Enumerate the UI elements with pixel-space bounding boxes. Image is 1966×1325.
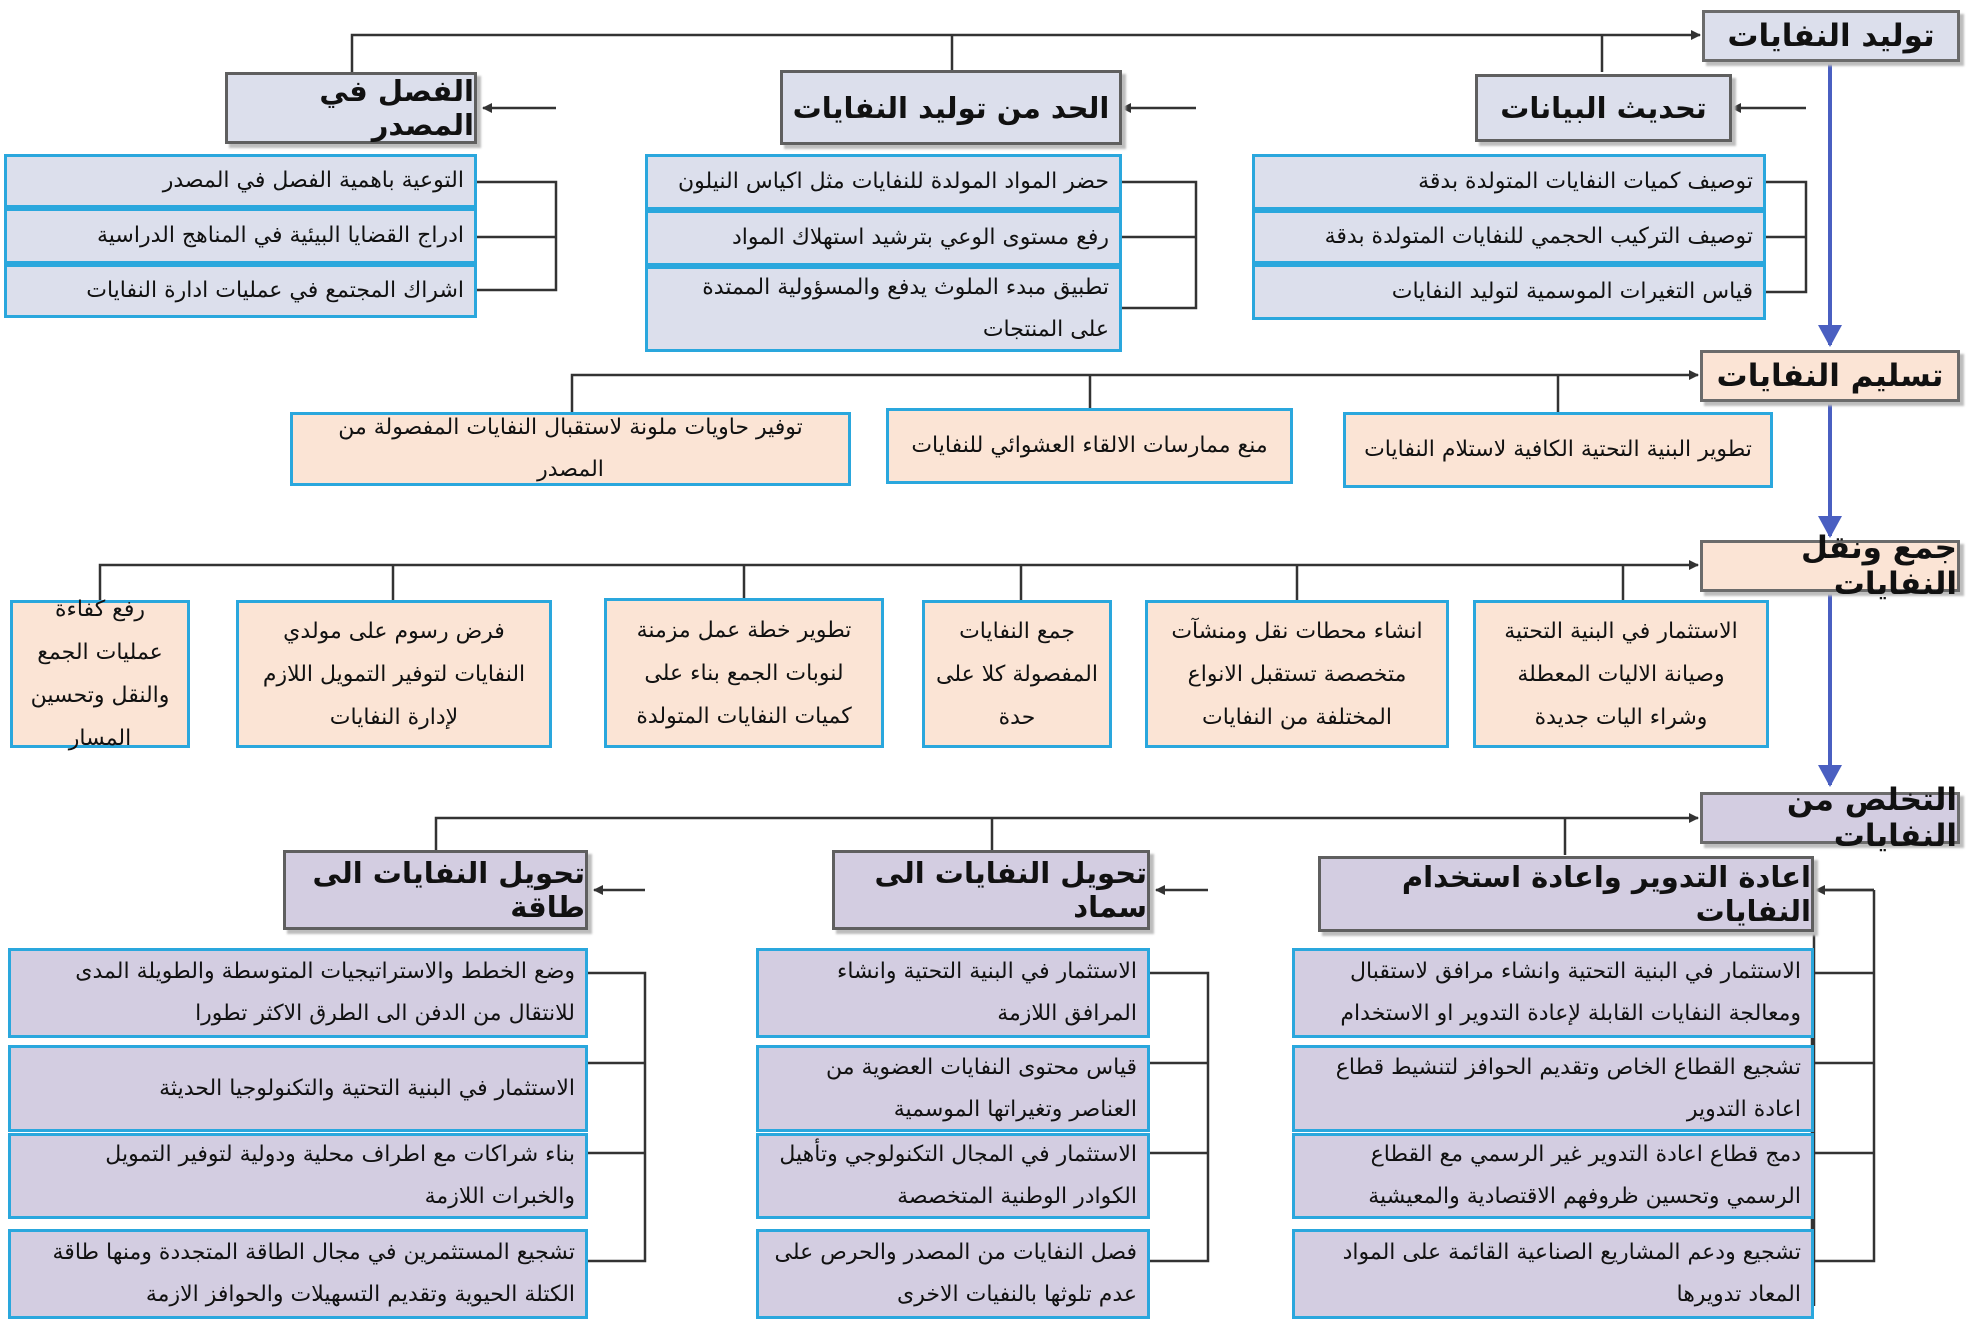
group-waste-to-energy: تحويل النفايات الى طاقة xyxy=(283,850,588,930)
group-recycling-reuse: اعادة التدوير واعادة استخدام النفايات xyxy=(1318,856,1814,932)
group-composting: تحويل النفايات الى سماد xyxy=(832,850,1150,930)
list-item: قياس التغيرات الموسمية لتوليد النفايات xyxy=(1252,264,1766,320)
list-item: تشجيع ودعم المشاريع الصناعية القائمة على… xyxy=(1292,1229,1814,1319)
list-item: تشجيع القطاع الخاص وتقديم الحوافز لتنشيط… xyxy=(1292,1045,1814,1132)
list-item: منع ممارسات الالقاء العشوائي للنفايات xyxy=(886,408,1293,484)
list-item: توصيف كميات النفايات المتولدة بدقة xyxy=(1252,154,1766,210)
group-update-data: تحديث البيانات xyxy=(1475,74,1732,142)
list-item: بناء شراكات مع اطراف محلية ودولية لتوفير… xyxy=(8,1133,588,1219)
list-item: توفير حاويات ملونة لاستقبال النفايات الم… xyxy=(290,412,851,486)
list-item: تطوير البنية التحتية الكافية لاستلام الن… xyxy=(1343,412,1773,488)
list-item: تطبيق مبدء الملوث يدفع والمسؤولية الممتد… xyxy=(645,266,1122,352)
list-item: حضر المواد المولدة للنفايات مثل اكياس ال… xyxy=(645,154,1122,210)
stage-waste-collection-transport: جمع ونقل النفايات xyxy=(1700,530,1960,602)
list-item: رفع كفاءة عمليات الجمع والنقل وتحسين الم… xyxy=(10,597,190,751)
list-item: رفع مستوى الوعي بترشيد استهلاك المواد xyxy=(645,210,1122,266)
list-item: الاستثمار في البنية التحتية وانشاء المرا… xyxy=(756,948,1150,1038)
list-item: تطوير خطة عمل مزمنة لنوبات الجمع بناء عل… xyxy=(604,598,884,748)
list-item: وضع الخطط والاستراتيجيات المتوسطة والطوي… xyxy=(8,948,588,1038)
list-item: اشراك المجتمع في عمليات ادارة النفايات xyxy=(4,264,477,318)
list-item: توصيف التركيب الحجمي للنفايات المتولدة ب… xyxy=(1252,210,1766,264)
list-item: تشجيع المستثمرين في مجال الطاقة المتجددة… xyxy=(8,1229,588,1319)
list-item: فصل النفايات من المصدر والحرص على عدم تل… xyxy=(756,1229,1150,1319)
stage-waste-disposal: التخلص من النفايات xyxy=(1700,782,1960,854)
list-item: الاستثمار في البنية التحتية والتكنولوجيا… xyxy=(8,1045,588,1132)
group-waste-reduction: الحد من توليد النفايات xyxy=(780,70,1122,145)
list-item: جمع النفايات المفصولة كلا على حدة xyxy=(922,600,1112,748)
list-item: دمج قطاع اعادة التدوير غير الرسمي مع الق… xyxy=(1292,1133,1814,1219)
list-item: فرض رسوم على مولدي النفايات لتوفير التمو… xyxy=(236,600,552,748)
list-item: التوعية باهمية الفصل في المصدر xyxy=(4,154,477,208)
list-item: الاستثمار في البنية التحتية وصيانة الالي… xyxy=(1473,600,1769,748)
list-item: ادراج القضايا البيئية في المناهج الدراسي… xyxy=(4,208,477,264)
stage-waste-generation: توليد النفايات xyxy=(1702,10,1960,62)
list-item: قياس محتوى النفايات العضوية من العناصر و… xyxy=(756,1045,1150,1132)
list-item: الاستثمار في المجال التكنولوجي وتأهيل ال… xyxy=(756,1133,1150,1219)
list-item: انشاء محطات نقل ومنشآت متخصصة تستقبل الا… xyxy=(1145,600,1449,748)
stage-waste-delivery: تسليم النفايات xyxy=(1700,350,1960,402)
group-source-separation: الفصل في المصدر xyxy=(225,72,477,144)
list-item: الاستثمار في البنية التحتية وانشاء مرافق… xyxy=(1292,948,1814,1038)
